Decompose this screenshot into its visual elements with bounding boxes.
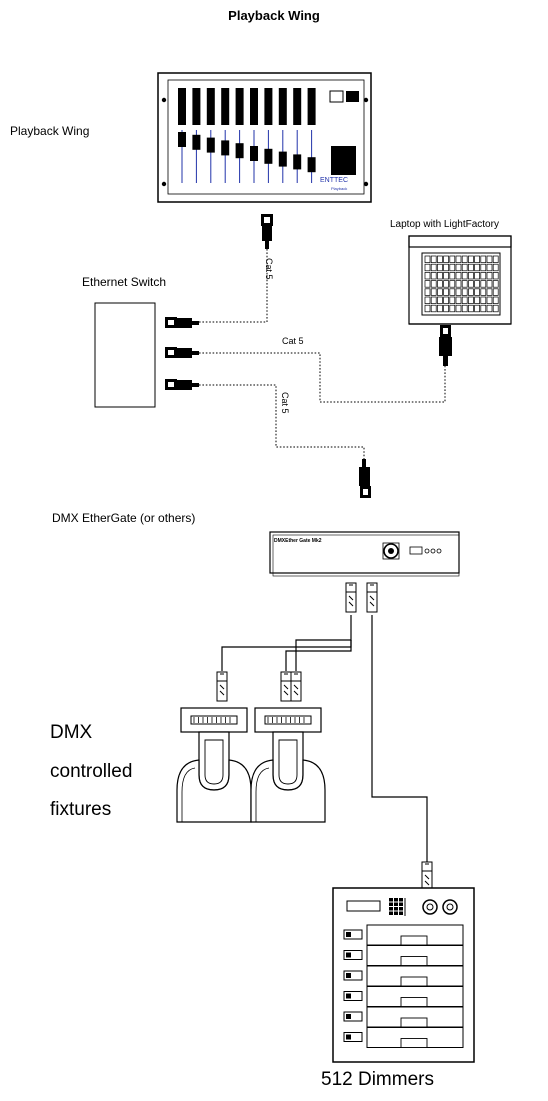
keyboard-icon <box>424 255 499 313</box>
laptop-label: Laptop with LightFactory <box>390 219 499 230</box>
ethergate-label: DMX EtherGate (or others) <box>52 511 196 525</box>
xlr-dimmer-in <box>421 861 433 892</box>
fixtures-label-line1: DMX <box>50 722 93 743</box>
laptop-device <box>408 235 512 325</box>
xlr-gate-out-1 <box>345 582 357 613</box>
fixtures-label-line3: fixtures <box>50 799 112 820</box>
switch-rj45-plug-1 <box>165 317 199 328</box>
dimmers-label: 512 Dimmers <box>321 1069 434 1090</box>
wing-subbrand: Playback <box>331 186 347 191</box>
dimmer-rack-device <box>332 887 475 1063</box>
cat5-cables <box>199 249 446 459</box>
xlr-fixture-2b <box>290 671 302 702</box>
playback-wing-device: ENTTEC Playback <box>157 72 372 203</box>
cat5-label-gate: Cat 5 <box>280 392 290 414</box>
moving-head-fixture-1 <box>176 707 252 823</box>
fader-bank <box>178 88 316 183</box>
moving-head-fixtures <box>176 707 326 823</box>
xlr-connectors <box>216 582 433 892</box>
cat5-label-wing: Cat 5 <box>264 258 274 280</box>
xlr-fixture-2a <box>280 671 292 702</box>
xlr-fixture-1 <box>216 671 228 702</box>
laptop-rj45-plug <box>439 325 452 366</box>
fixtures-label-line2: controlled <box>50 761 133 782</box>
ethernet-switch-device <box>94 302 156 408</box>
gate-rj45-plug <box>359 459 371 498</box>
cat5-label-laptop: Cat 5 <box>282 336 304 346</box>
switch-rj45-plug-3 <box>165 379 199 390</box>
enttec-logo: ENTTEC <box>320 177 348 184</box>
dmx-cables <box>221 615 428 862</box>
jog-pad <box>331 146 356 175</box>
playback-wing-label: Playback Wing <box>10 124 90 138</box>
moving-head-fixture-2 <box>250 707 326 823</box>
switch-rj45-plug-2 <box>165 347 199 358</box>
dimmer-channel-bank <box>343 924 464 1048</box>
xlr-gate-out-2 <box>366 582 378 613</box>
dimmer-meter-bank <box>389 898 406 916</box>
wing-rj45-plug <box>261 214 273 249</box>
ethergate-device: DMXEther Gate Mk2 <box>269 531 460 577</box>
diagram-title: Playback Wing <box>228 8 320 23</box>
ethernet-switch-label: Ethernet Switch <box>82 275 167 289</box>
ethergate-panel-text: DMXEther Gate Mk2 <box>274 538 322 544</box>
